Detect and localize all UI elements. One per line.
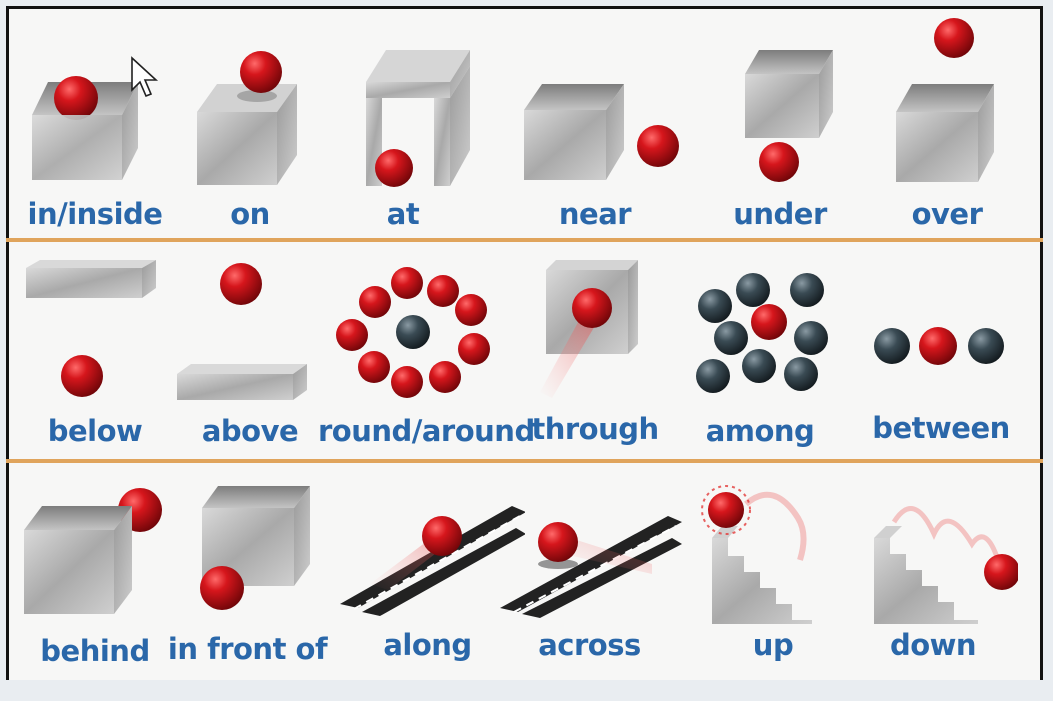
dark-ball	[396, 315, 430, 349]
cell-across: across	[492, 464, 687, 689]
cell-over: over	[862, 10, 1032, 235]
label-down: down	[889, 628, 977, 662]
label-above: above	[201, 414, 299, 448]
cell-up: up	[688, 464, 858, 689]
label-on: on	[230, 197, 270, 231]
cell-below: below	[10, 242, 180, 467]
red-ball	[422, 516, 462, 556]
cell-near: near	[510, 10, 680, 235]
label-behind: behind	[40, 634, 150, 668]
red-ball	[708, 492, 744, 528]
behind-illustration	[24, 488, 162, 614]
red-ball	[61, 355, 103, 397]
row-divider-1	[6, 238, 1043, 242]
cell-through: through	[510, 242, 680, 467]
below-illustration	[26, 260, 156, 397]
at-illustration	[366, 50, 470, 187]
cell-in-inside: in/inside	[10, 10, 180, 235]
in-inside-illustration	[32, 76, 138, 180]
red-ball	[54, 76, 98, 120]
red-ball	[637, 125, 679, 167]
red-ball	[751, 304, 787, 340]
row-divider-2	[6, 459, 1043, 463]
label-in-inside: in/inside	[27, 197, 163, 231]
red-ball	[220, 263, 262, 305]
cell-down: down	[848, 464, 1018, 689]
label-up: up	[752, 628, 794, 662]
label-under: under	[733, 197, 827, 231]
under-illustration	[745, 50, 833, 182]
red-ball	[538, 522, 578, 562]
among-illustration	[696, 273, 828, 393]
along-illustration	[340, 506, 525, 616]
label-between: between	[872, 411, 1010, 445]
cell-between: between	[856, 242, 1026, 467]
down-illustration	[874, 506, 1018, 624]
red-ball	[919, 327, 957, 365]
label-across: across	[538, 628, 641, 662]
up-illustration	[701, 485, 812, 624]
red-ball	[934, 18, 974, 58]
label-among: among	[705, 414, 815, 448]
red-ball	[759, 142, 799, 182]
label-round-around: round/around	[318, 414, 535, 448]
label-in-front-of: in front of	[167, 632, 328, 666]
through-illustration	[540, 260, 638, 398]
between-illustration	[874, 327, 1004, 365]
red-ball	[572, 288, 612, 328]
cell-along: along	[330, 464, 525, 689]
red-ball	[984, 554, 1018, 590]
cell-among: among	[675, 242, 845, 467]
across-illustration	[500, 516, 682, 618]
label-below: below	[47, 414, 143, 448]
label-over: over	[911, 197, 983, 231]
cell-under: under	[695, 10, 865, 235]
mouse-cursor-icon	[131, 56, 159, 98]
red-ball	[375, 149, 413, 187]
on-illustration	[197, 51, 297, 185]
round-around-illustration	[336, 267, 490, 398]
cell-in-front-of: in front of	[160, 464, 330, 689]
label-through: through	[531, 412, 659, 446]
cell-on: on	[165, 10, 335, 235]
cell-behind: behind	[10, 464, 180, 689]
label-near: near	[558, 197, 632, 231]
above-illustration	[177, 263, 307, 400]
cell-at: at	[318, 10, 488, 235]
over-illustration	[896, 18, 994, 182]
label-along: along	[383, 628, 472, 662]
cell-above: above	[165, 242, 335, 467]
cell-round-around: round/around	[318, 242, 535, 467]
in-front-of-illustration	[200, 486, 310, 610]
red-ball	[200, 566, 244, 610]
near-illustration	[524, 84, 679, 180]
red-ball	[240, 51, 282, 93]
label-at: at	[386, 197, 420, 231]
